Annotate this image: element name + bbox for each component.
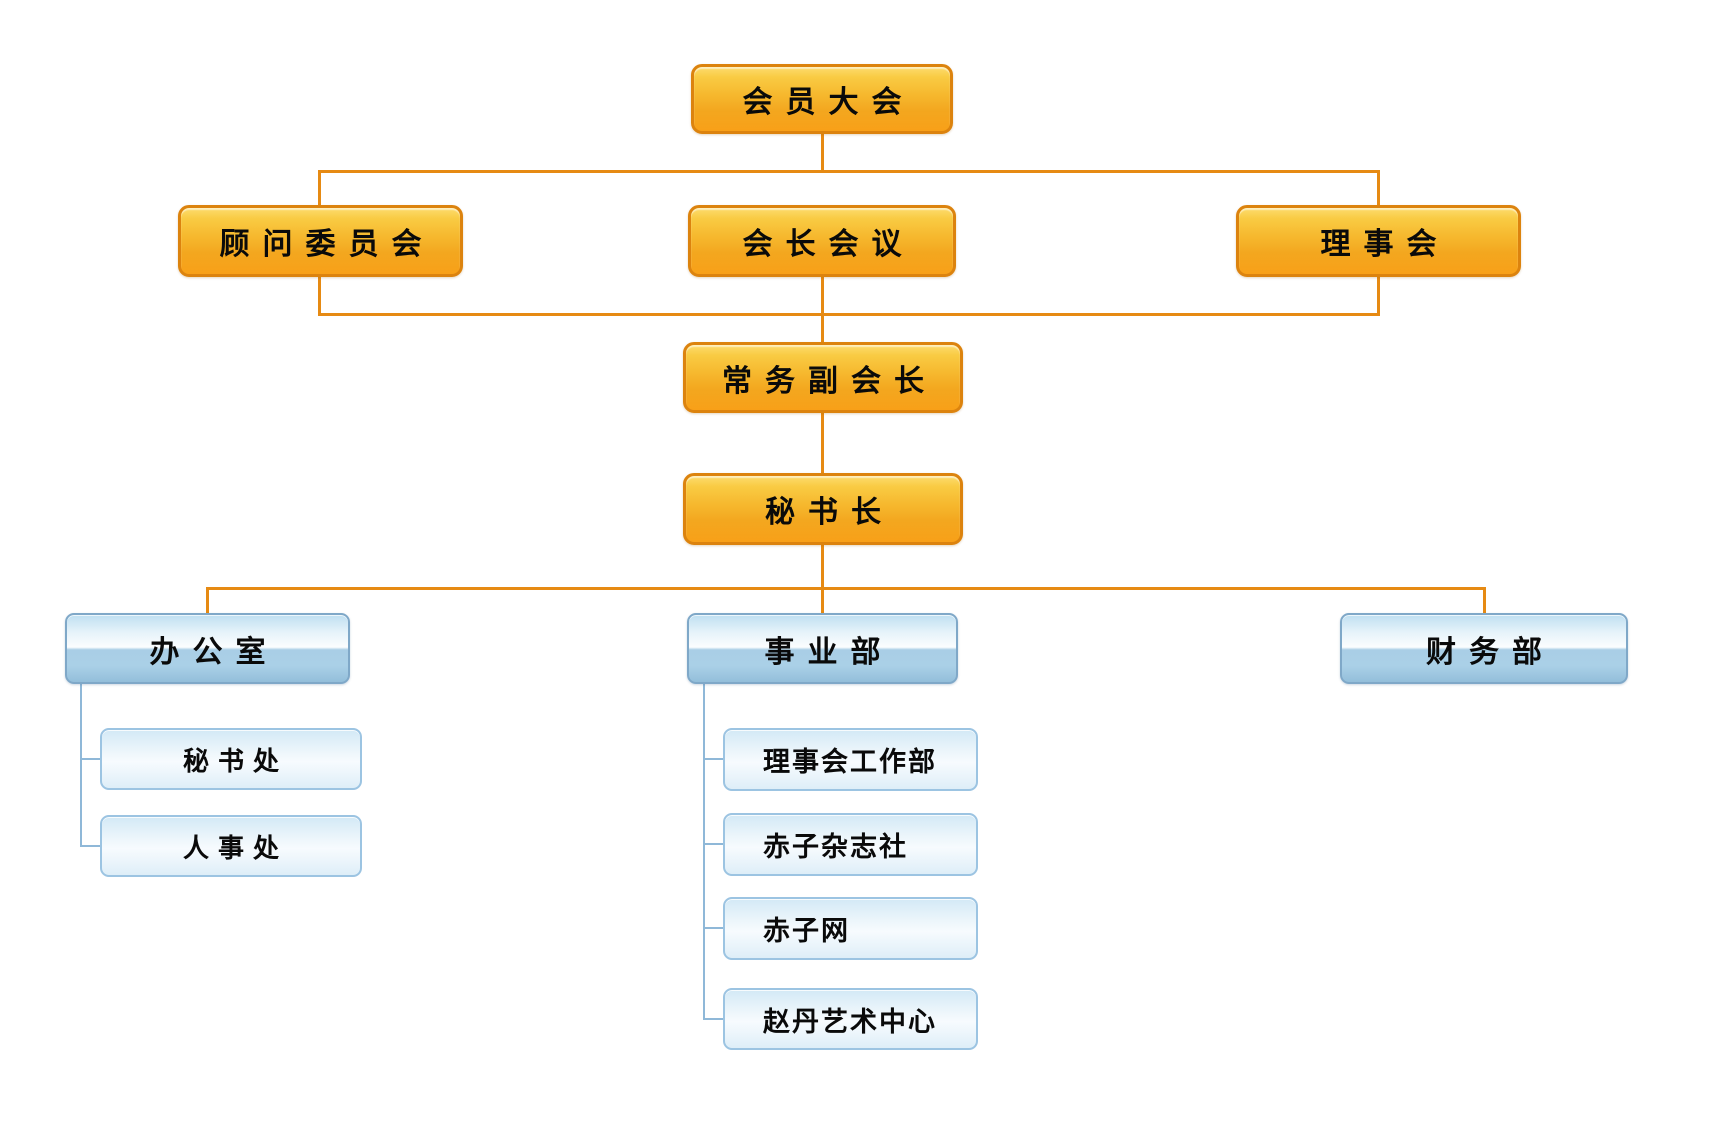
connector-loop-bottom [318, 313, 1380, 316]
node-business-dept: 事业部 [687, 613, 958, 684]
node-label: 财务部 [1426, 635, 1555, 669]
connector-business-artcenter [703, 1018, 724, 1020]
node-secretariat: 秘书处 [100, 728, 362, 790]
node-executive-vice-president: 常务副会长 [683, 342, 963, 413]
connector-loop-left-lower [318, 277, 321, 316]
connector-loop-top [318, 170, 1380, 173]
node-finance-dept: 财务部 [1340, 613, 1628, 684]
node-label: 赵丹艺术中心 [763, 1006, 937, 1037]
connector-drop-office [206, 587, 209, 614]
connector-office-secretariat [80, 758, 101, 760]
connector-drop-finance [1483, 587, 1486, 614]
connector-sg-drop [821, 544, 824, 588]
node-label: 会长会议 [742, 228, 915, 261]
node-board-work-dept: 理事会工作部 [723, 728, 978, 791]
node-chizi-magazine: 赤子杂志社 [723, 813, 978, 876]
connector-business-boardwork [703, 758, 724, 760]
node-label: 赤子杂志社 [763, 832, 908, 862]
node-label: 常务副会长 [722, 364, 937, 398]
node-label: 人事处 [182, 832, 288, 863]
node-label: 会员大会 [742, 86, 915, 119]
connector-center-to-evp [821, 277, 824, 343]
connector-office-personnel [80, 845, 101, 847]
connector-business-net [703, 927, 724, 929]
connector-business-vertical [703, 684, 705, 1020]
node-presidents-meeting: 会长会议 [688, 205, 956, 277]
node-label: 秘书长 [765, 496, 894, 529]
node-label: 理事会 [1320, 228, 1450, 261]
node-label: 办公室 [149, 635, 279, 669]
connector-dist-line [206, 587, 1486, 590]
connector-loop-right-upper [1377, 170, 1380, 206]
node-zhaodan-art-center: 赵丹艺术中心 [723, 988, 978, 1050]
node-chizi-net: 赤子网 [723, 897, 978, 960]
node-label: 秘书处 [182, 745, 288, 776]
node-label: 顾问委员会 [219, 228, 435, 261]
node-label: 赤子网 [763, 916, 850, 946]
node-secretary-general: 秘书长 [683, 473, 963, 545]
node-label: 理事会工作部 [763, 747, 937, 777]
connector-loop-right-lower [1377, 277, 1380, 316]
node-label: 事业部 [764, 635, 894, 669]
connector-root-drop [821, 133, 824, 171]
node-office: 办公室 [65, 613, 350, 684]
connector-drop-business [821, 587, 824, 614]
node-general-assembly: 会员大会 [691, 64, 953, 134]
node-personnel: 人事处 [100, 815, 362, 877]
connector-office-vertical [80, 684, 82, 847]
connector-business-magazine [703, 843, 724, 845]
node-advisory-committee: 顾问委员会 [178, 205, 463, 277]
connector-loop-left-upper [318, 170, 321, 206]
connector-evp-to-sg [821, 412, 824, 474]
node-board-of-directors: 理事会 [1236, 205, 1521, 277]
